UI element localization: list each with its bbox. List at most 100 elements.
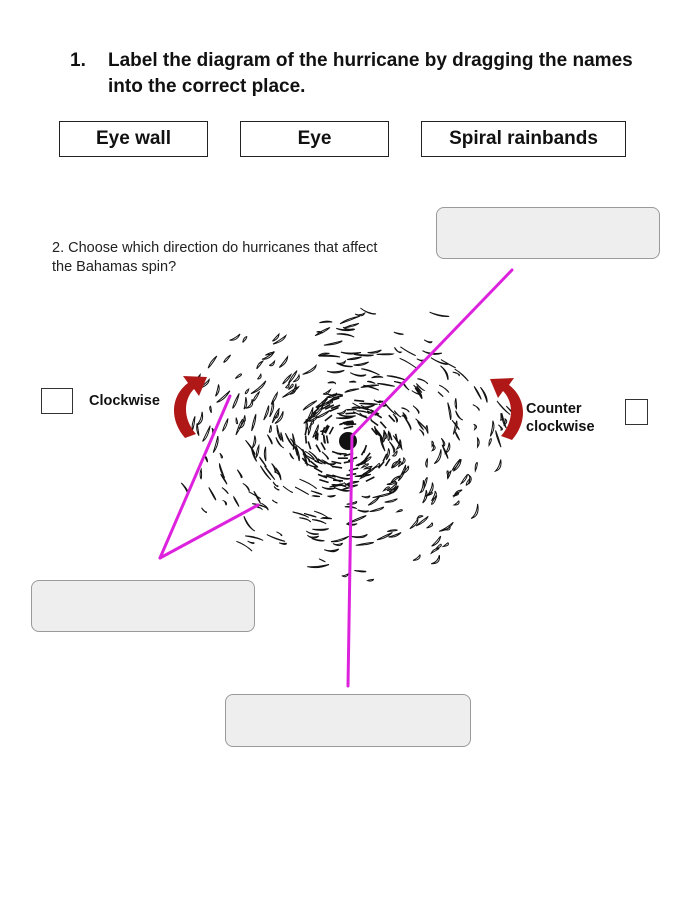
swirl-stroke: [209, 405, 212, 414]
swirl-stroke: [370, 419, 379, 427]
swirl-stroke: [354, 570, 367, 573]
swirl-stroke: [386, 375, 407, 381]
swirl-stroke: [438, 384, 450, 393]
swirl-stroke: [330, 535, 350, 543]
swirl-stroke: [299, 517, 312, 523]
swirl-stroke: [305, 530, 319, 536]
clockwise-label: Clockwise: [89, 393, 160, 409]
swirl-stroke: [333, 394, 343, 399]
swirl-stroke: [331, 393, 344, 397]
swirl-stroke: [377, 460, 385, 469]
swirl-stroke: [374, 427, 384, 443]
swirl-stroke: [308, 450, 320, 464]
swirl-stroke: [498, 424, 503, 431]
swirl-stroke: [431, 495, 438, 505]
swirl-stroke: [307, 564, 330, 569]
swirl-stroke: [359, 412, 367, 418]
swirl-stroke: [415, 515, 429, 527]
swirl-stroke: [489, 420, 495, 437]
counter-clockwise-label: Counter clockwise: [526, 401, 595, 435]
swirl-stroke: [243, 515, 256, 532]
swirl-stroke: [415, 383, 426, 391]
swirl-stroke: [219, 452, 224, 459]
swirl-stroke: [316, 402, 326, 410]
swirl-stroke: [299, 478, 318, 490]
curved-arrow-clockwise-icon: [173, 376, 207, 438]
swirl-stroke: [218, 463, 226, 479]
swirl-stroke: [452, 458, 462, 472]
swirl-stroke: [452, 371, 460, 377]
swirl-stroke: [236, 540, 253, 552]
drop-target-top-right[interactable]: [436, 207, 660, 259]
swirl-stroke: [303, 411, 317, 424]
swirl-stroke: [447, 402, 452, 420]
swirl-stroke: [336, 408, 347, 415]
swirl-stroke: [379, 435, 386, 452]
swirl-stroke: [437, 391, 444, 398]
swirl-stroke: [336, 333, 355, 338]
swirl-stroke: [278, 542, 288, 545]
word-eye-wall[interactable]: Eye wall: [59, 121, 208, 157]
swirl-stroke: [248, 491, 262, 500]
swirl-stroke: [392, 485, 399, 494]
drop-target-bottom-center[interactable]: [225, 694, 471, 747]
swirl-stroke: [452, 420, 458, 435]
swirl-stroke: [343, 322, 360, 329]
swirl-stroke: [417, 420, 424, 431]
counter-clockwise-checkbox[interactable]: [625, 399, 648, 425]
swirl-stroke: [270, 391, 279, 405]
swirl-stroke: [323, 461, 337, 466]
swirl-stroke: [245, 398, 254, 409]
swirl-stroke: [323, 340, 343, 346]
swirl-stroke: [440, 365, 449, 381]
swirl-stroke: [382, 453, 388, 462]
swirl-stroke: [313, 467, 323, 473]
swirl-stroke: [480, 386, 488, 403]
swirl-stroke: [353, 353, 374, 357]
word-eye[interactable]: Eye: [240, 121, 389, 157]
swirl-stroke: [354, 473, 372, 478]
swirl-stroke: [235, 417, 239, 425]
swirl-stroke: [399, 357, 417, 369]
swirl-stroke: [259, 465, 272, 481]
swirl-stroke: [346, 356, 362, 361]
swirl-stroke: [301, 449, 308, 458]
clockwise-checkbox[interactable]: [41, 388, 73, 414]
swirl-stroke: [393, 410, 402, 418]
swirl-stroke: [304, 462, 319, 468]
swirl-stroke: [425, 458, 428, 469]
swirl-stroke: [271, 499, 278, 504]
swirl-stroke: [314, 510, 329, 519]
swirl-stroke: [426, 522, 434, 529]
swirl-stroke: [357, 509, 370, 513]
swirl-stroke: [261, 351, 275, 360]
swirl-stroke: [400, 346, 416, 357]
swirl-stroke: [339, 315, 360, 325]
swirl-stroke: [376, 353, 395, 356]
swirl-stroke: [301, 457, 309, 466]
swirl-stroke: [318, 354, 341, 358]
swirl-stroke: [388, 432, 393, 441]
drop-target-bottom-left[interactable]: [31, 580, 255, 632]
swirl-stroke: [328, 426, 335, 435]
swirl-stroke: [386, 480, 397, 486]
swirl-stroke: [292, 511, 309, 518]
swirl-stroke: [302, 400, 318, 411]
swirl-stroke: [242, 336, 248, 343]
swirl-stroke: [430, 357, 449, 365]
swirl-stroke: [276, 424, 282, 441]
swirl-stroke: [366, 578, 375, 582]
swirl-stroke: [333, 486, 350, 492]
swirl-stroke: [221, 487, 229, 495]
swirl-stroke: [324, 425, 330, 434]
swirl-stroke: [440, 359, 456, 369]
swirl-stroke: [395, 509, 403, 513]
swirl-stroke: [359, 457, 368, 465]
swirl-stroke: [425, 425, 429, 434]
swirl-stroke: [382, 430, 386, 444]
swirl-stroke: [191, 416, 196, 431]
swirl-stroke: [323, 425, 329, 434]
swirl-stroke: [459, 473, 469, 485]
word-spiral-rainbands[interactable]: Spiral rainbands: [421, 121, 626, 157]
swirl-stroke: [377, 382, 395, 387]
